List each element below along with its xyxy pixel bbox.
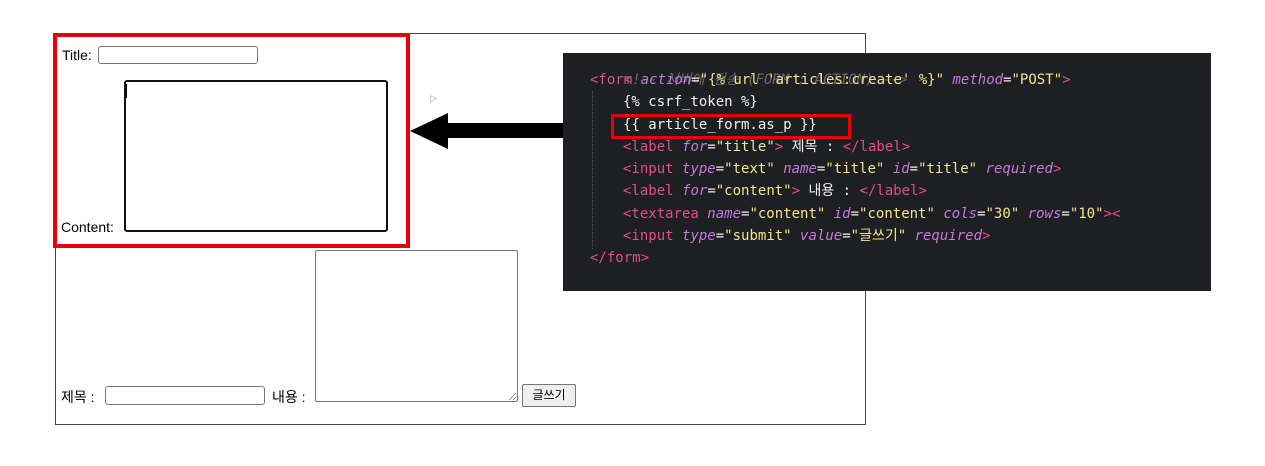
text-caret: [126, 84, 127, 98]
jemok-label: 제목 :: [61, 389, 95, 405]
code-line-form-open: <form action="{% url 'articles:create' %…: [590, 72, 1071, 88]
code-line-comment: <!-- 서버에 전송 (FORM : ACTION) -->: [623, 72, 908, 88]
arrow-shaft: [447, 123, 565, 138]
code-line-label-title: <label for="title"> 제목 : </label>: [623, 139, 911, 155]
naeyong-label: 내용 :: [272, 389, 306, 405]
code-editor-panel: <!-- 서버에 전송 (FORM : ACTION) --> <form ac…: [563, 53, 1211, 291]
code-line-textarea: <textarea name="content" id="content" co…: [623, 206, 1121, 222]
code-line-csrf: {% csrf_token %}: [623, 94, 758, 110]
code-line-input-submit: <input type="submit" value="글쓰기" require…: [623, 228, 991, 244]
code-line-input-title: <input type="text" name="title" id="titl…: [623, 161, 1062, 177]
indent-guide: [592, 91, 594, 249]
left-arrow-icon: [410, 113, 448, 149]
title-label: Title:: [62, 47, 92, 63]
code-line-label-content: <label for="content"> 내용 : </label>: [623, 183, 927, 199]
resize-handle-icon[interactable]: [509, 393, 516, 400]
submit-button[interactable]: 글쓰기: [522, 384, 576, 407]
mouse-cursor-icon: ▷: [430, 93, 437, 103]
code-line-form-close: </form>: [590, 250, 650, 266]
title-input[interactable]: [98, 46, 258, 64]
code-line-as-p: {{ article_form.as_p }}: [623, 117, 817, 133]
content-label: Content:: [61, 219, 114, 235]
naeyong-textarea[interactable]: [315, 250, 518, 402]
content-textarea[interactable]: [124, 80, 388, 232]
jemok-input[interactable]: [105, 386, 265, 405]
